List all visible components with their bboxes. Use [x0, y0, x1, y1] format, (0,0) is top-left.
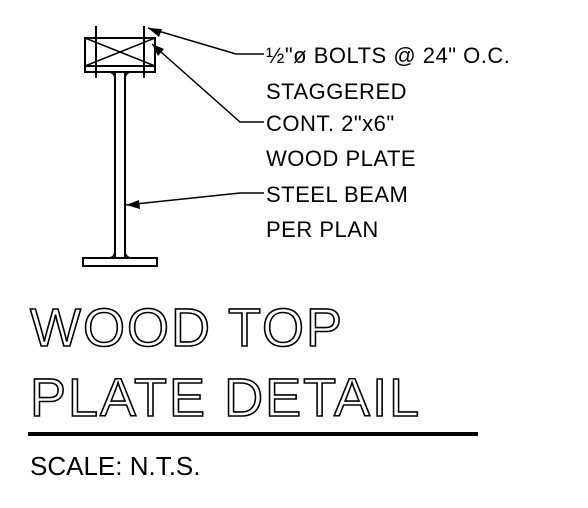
detail-title-line1: WOOD TOP	[30, 298, 344, 358]
note-beam-line1: STEEL BEAM	[266, 182, 408, 207]
steel-i-beam	[82, 65, 158, 267]
detail-title-line2: PLATE DETAIL	[30, 368, 421, 428]
note-bolts-line2: STAGGERED	[266, 79, 407, 104]
leader-steel-beam	[125, 192, 264, 209]
leader-wood-plate	[151, 43, 264, 123]
leader-bolts	[147, 27, 264, 55]
note-plate-line1: CONT. 2"x6"	[266, 111, 395, 136]
note-beam-line2: PER PLAN	[266, 217, 379, 242]
note-bolts-line1: ½"ø BOLTS @ 24" O.C.	[266, 43, 510, 68]
scale-label: SCALE: N.T.S.	[30, 451, 201, 481]
note-plate-line2: WOOD PLATE	[266, 146, 416, 171]
